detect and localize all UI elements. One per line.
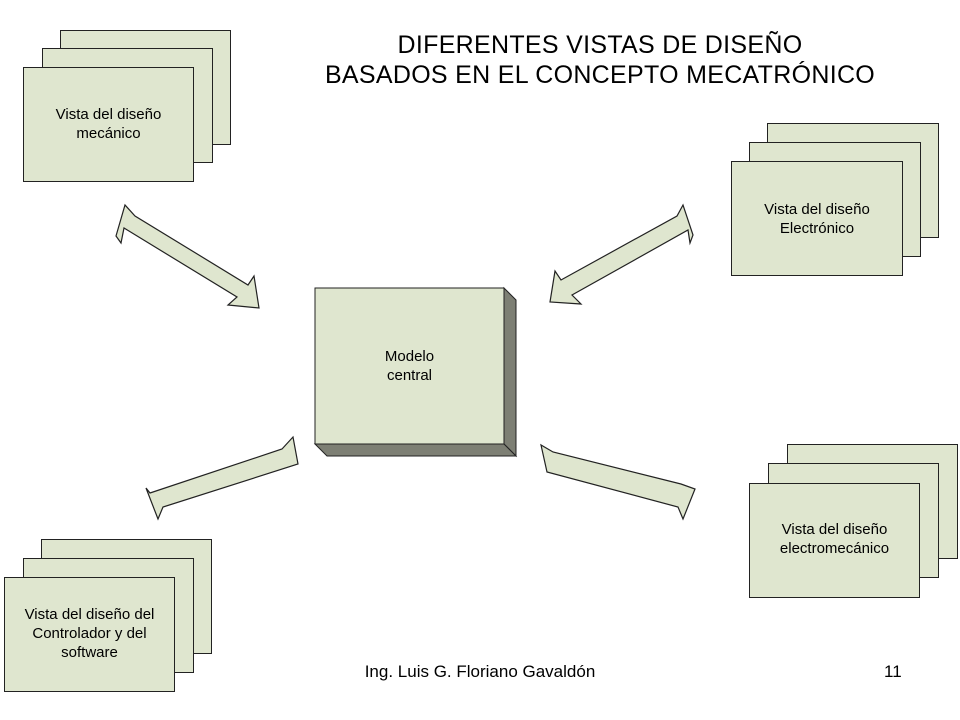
central-box-side [503,286,517,458]
page-number: 11 [884,662,902,681]
arrow-electromechanical-center [540,443,696,521]
arrow-mechanical-center [115,203,260,309]
card-front-electronic: Vista del diseño Electrónico [731,161,903,276]
view-label-controller: Vista del diseño del Controlador y del s… [24,606,155,661]
central-model-box [313,286,518,458]
card-front-controller: Vista del diseño del Controlador y del s… [4,577,175,692]
arrow-controller-center [145,435,299,521]
arrow-electronic-center [549,203,694,305]
slide-title: DIFERENTES VISTAS DE DISEÑO BASADOS EN E… [300,30,900,90]
view-label-electronic: Vista del diseño Electrónico [764,201,870,237]
center-label: Modelo central [384,348,435,384]
footer-author: Ing. Luis G. Floriano Gavaldón [364,662,596,681]
central-box-bottom [313,443,518,457]
central-box-face [314,287,505,445]
card-front-electromechanical: Vista del diseño electromecánico [749,483,920,598]
view-label-electromechanical: Vista del diseño electromecánico [779,521,890,557]
title-line-1: DIFERENTES VISTAS DE DISEÑO [397,31,803,59]
card-front-mechanical: Vista del diseño mecánico [23,67,194,182]
title-line-2: BASADOS EN EL CONCEPTO MECATRÓNICO [324,61,876,89]
view-label-mechanical: Vista del diseño mecánico [55,106,162,142]
